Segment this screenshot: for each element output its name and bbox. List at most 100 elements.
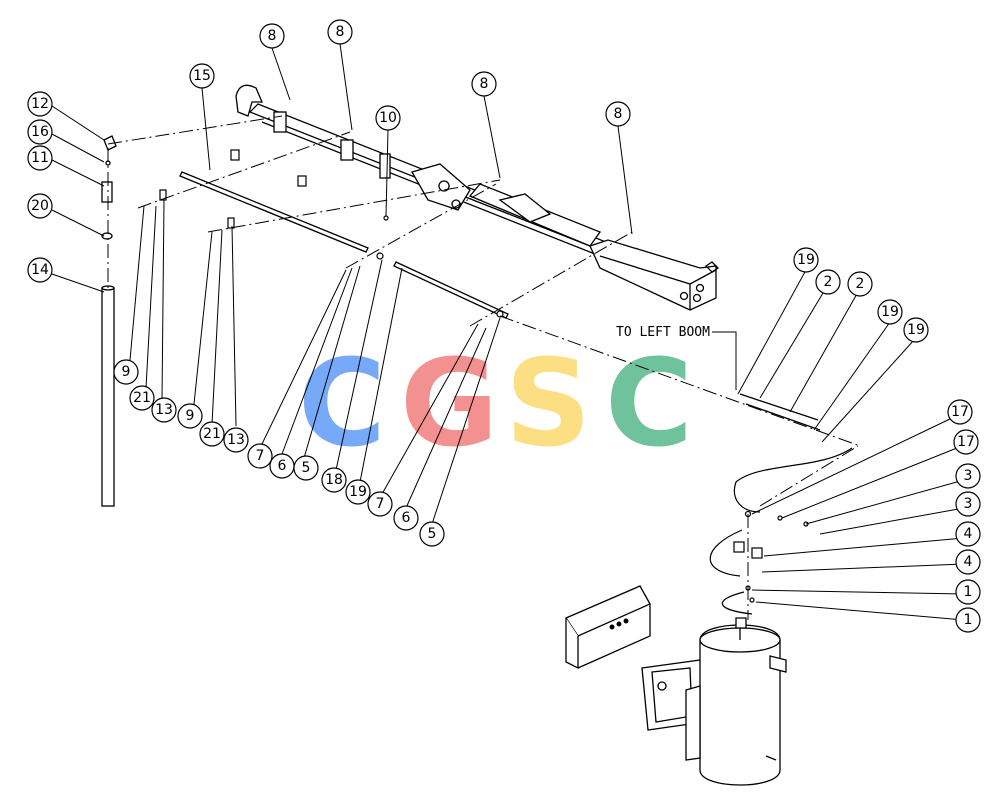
callout: 1 [955, 607, 981, 633]
callouts: 8 8 8 8 15 10 12 16 11 20 14 9 21 13 9 2… [27, 19, 981, 633]
callout: 2 [847, 271, 873, 297]
callout: 12 [27, 91, 53, 117]
callout-label: 8 [480, 76, 489, 92]
callout-label: 7 [376, 496, 385, 512]
small-hardware [159, 149, 809, 603]
watermark-letter: S [505, 335, 591, 474]
callout: 8 [327, 19, 353, 45]
callout-label: 13 [227, 432, 245, 448]
callout-label: 4 [964, 526, 973, 542]
callout: 5 [419, 521, 445, 547]
callout: 14 [27, 257, 53, 283]
motor-body [699, 624, 781, 786]
callout: 4 [955, 549, 981, 575]
callout: 8 [605, 101, 631, 127]
centerlines [107, 115, 861, 620]
washer-20 [101, 232, 113, 240]
callout: 13 [151, 397, 177, 423]
boom-hook [235, 84, 263, 117]
callout-label: 1 [964, 612, 973, 628]
callout-label: 9 [186, 408, 195, 424]
callout-label: 19 [349, 484, 367, 500]
callout-label: 1 [964, 584, 973, 600]
callout: 17 [947, 399, 973, 425]
nipple-11 [101, 181, 113, 203]
callout-label: 19 [797, 252, 815, 268]
callout-label: 19 [907, 322, 925, 338]
callout-label: 10 [379, 110, 397, 126]
callout: 6 [393, 505, 419, 531]
fitting-12 [103, 135, 117, 151]
callout-label: 2 [824, 274, 833, 290]
callout-label: 4 [964, 554, 973, 570]
callout-label: 20 [31, 198, 49, 214]
to-left-boom-note: TO LEFT BOOM [616, 325, 710, 340]
callout: 21 [199, 421, 225, 447]
boom-clamp [379, 153, 391, 179]
callout-label: 9 [122, 364, 131, 380]
callout: 17 [953, 429, 979, 455]
callout-label: 21 [133, 390, 151, 406]
callout-label: 21 [203, 426, 221, 442]
callout-label: 17 [957, 434, 975, 450]
callout-label: 5 [428, 526, 437, 542]
hose-upper [733, 447, 853, 513]
callout: 21 [129, 385, 155, 411]
callout: 7 [367, 491, 393, 517]
callout-label: 2 [856, 276, 865, 292]
callout: 8 [471, 71, 497, 97]
callout-label: 8 [614, 106, 623, 122]
callout-label: 18 [325, 472, 343, 488]
callout-label: 15 [193, 68, 211, 84]
callout: 20 [27, 193, 53, 219]
callout: 13 [223, 427, 249, 453]
callout: 18 [321, 467, 347, 493]
boom-assembly [235, 84, 720, 311]
callout-label: 7 [256, 448, 265, 464]
boom-end-block [589, 239, 717, 311]
callout: 8 [259, 23, 285, 49]
callout: 4 [955, 521, 981, 547]
watermark-letter: C [605, 335, 693, 474]
rod-2-lower [745, 403, 821, 431]
rod-18 [393, 261, 509, 319]
callout: 9 [177, 403, 203, 429]
callout: 9 [113, 359, 139, 385]
callout: 5 [293, 455, 319, 481]
callout: 1 [955, 579, 981, 605]
cgsc-watermark: C G S C [298, 335, 693, 474]
callout-label: 3 [964, 468, 973, 484]
pump-motor-assembly [565, 585, 787, 786]
pipe-14 [101, 287, 115, 507]
callout-label: 6 [278, 458, 287, 474]
callout-label: 19 [881, 304, 899, 320]
callout: 10 [375, 105, 401, 131]
rods [179, 171, 821, 431]
callout-label: 11 [31, 150, 49, 166]
callout: 6 [269, 453, 295, 479]
callout: 16 [27, 119, 53, 145]
callout-label: 8 [336, 24, 345, 40]
vertical-stack [101, 135, 117, 507]
boom-clamp [340, 139, 354, 161]
leader-lines [51, 43, 965, 621]
boom-clamp [273, 111, 287, 133]
hose-middle [709, 529, 743, 577]
callout-label: 6 [402, 510, 411, 526]
callout: 7 [247, 443, 273, 469]
hose-lower [721, 591, 753, 615]
callout-label: 12 [31, 96, 49, 112]
callout: 19 [903, 317, 929, 343]
callout: 19 [345, 479, 371, 505]
callout: 3 [955, 491, 981, 517]
rod-2-upper [739, 393, 819, 421]
callout: 19 [877, 299, 903, 325]
rod-15 [179, 171, 369, 253]
hoses [709, 447, 853, 615]
callout: 19 [793, 247, 819, 273]
watermark-letter: C [298, 335, 386, 474]
callout: 11 [27, 145, 53, 171]
callout-label: 16 [31, 124, 49, 140]
